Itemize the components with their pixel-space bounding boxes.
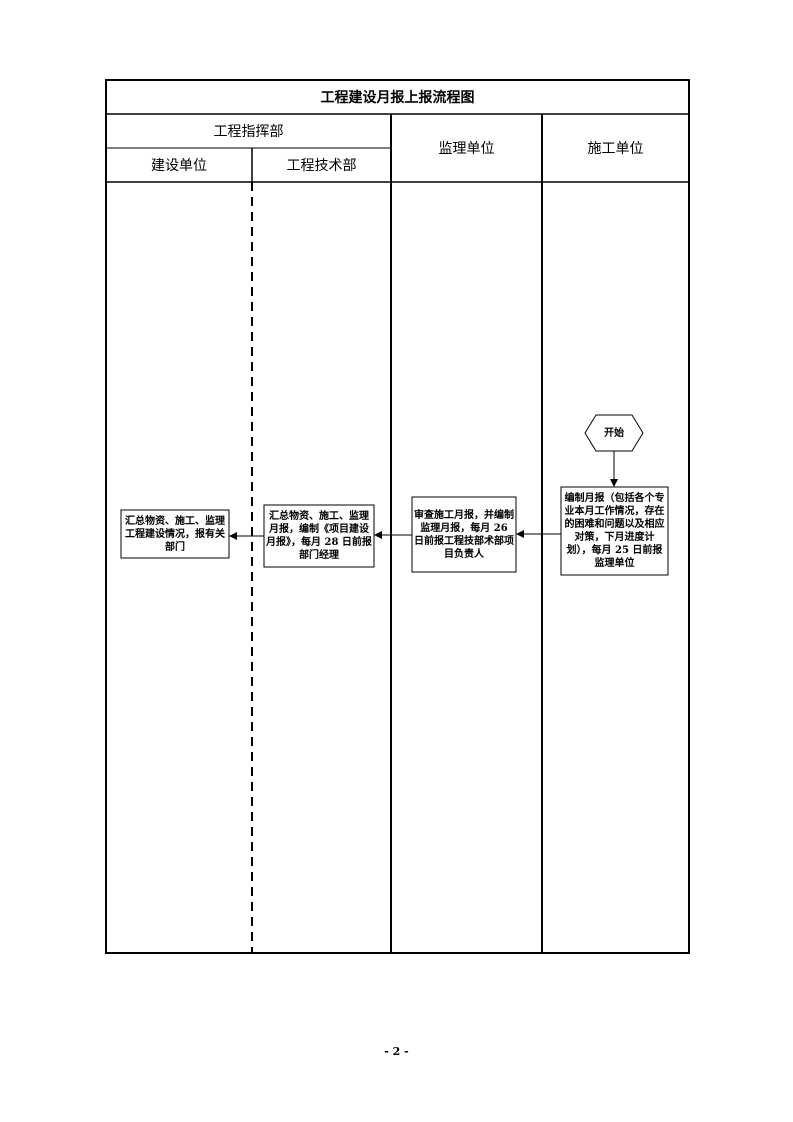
tech-step: 汇总物资、施工、监理月报，编制《项目建设月报》，每月 28 日前报部门经理 [266, 511, 372, 561]
start-hexagon [584, 414, 644, 452]
supervisor-step: 审查施工月报，并编制监理月报，每月 26 日前报工程技部术部项目负责人 [414, 509, 514, 560]
header-command-dept: 工程指挥部 [213, 124, 284, 140]
start-node: 开始 [604, 427, 624, 439]
chart-title: 工程建设月报上报流程图 [320, 90, 475, 106]
owner-step: 汇总物资、施工、监理工程建设情况，报有关部门 [125, 515, 225, 553]
contractor-step: 编制月报（包括各个专业本月工作情况，存在的困难和问题以及相应对策，下月进度计划）… [564, 493, 665, 569]
header-owner: 建设单位 [151, 158, 207, 174]
table-border [105, 79, 690, 954]
page-number: - 2 - [384, 1044, 409, 1058]
contractor-box [560, 486, 669, 576]
header-supervisor: 监理单位 [438, 141, 495, 157]
tech-box [263, 504, 375, 568]
header-contractor: 施工单位 [587, 141, 644, 157]
owner-box [120, 509, 230, 559]
header-tech-dept: 工程技术部 [286, 158, 357, 174]
